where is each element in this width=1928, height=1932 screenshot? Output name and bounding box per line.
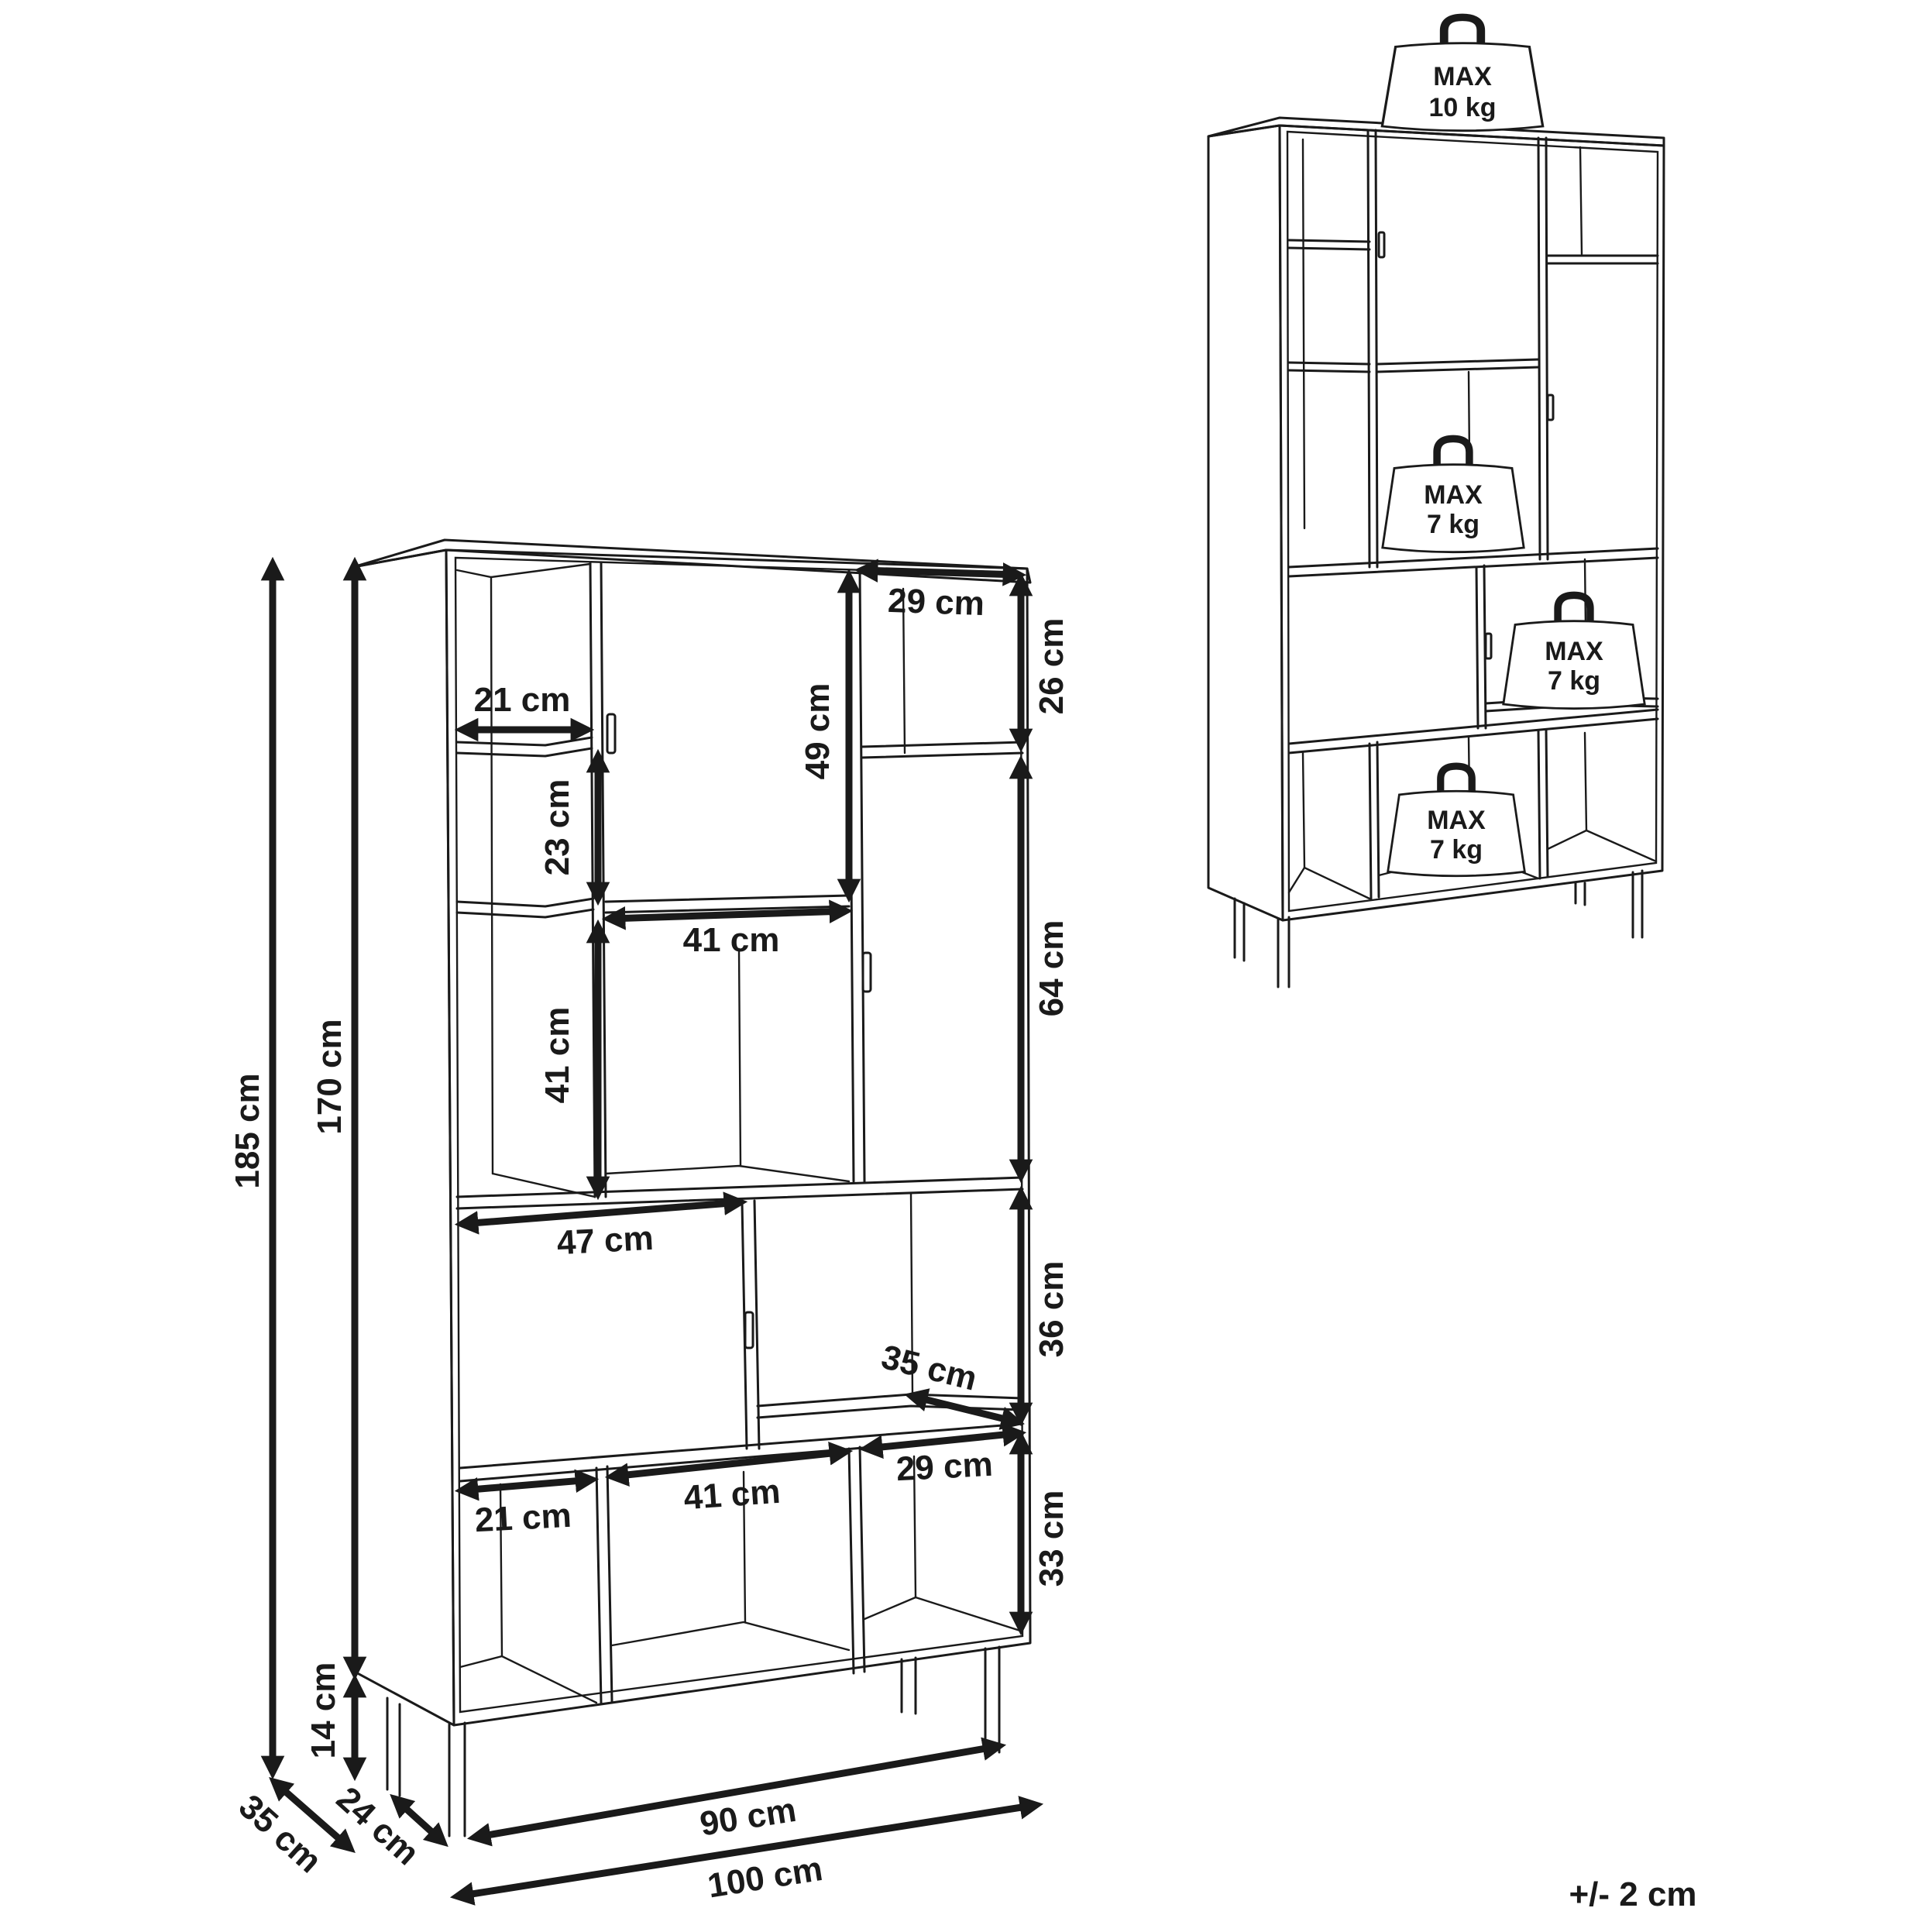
label-41-left: 41 cm: [538, 1007, 576, 1104]
front-frame-small: [1278, 124, 1665, 922]
legs: [386, 1645, 1001, 1837]
dim-47: [454, 1191, 748, 1235]
front-frame: [445, 548, 1032, 1727]
handles: [606, 713, 872, 1349]
dim-35-depth: [269, 1776, 356, 1854]
dim-21-bottom: [454, 1469, 600, 1501]
dim-41-bottom: [604, 1442, 854, 1487]
label-14: 14 cm: [304, 1662, 342, 1759]
dim-29-top: [854, 559, 1027, 586]
inner-frame: [454, 556, 1024, 1714]
label-185: 185 cm: [229, 1073, 266, 1188]
dim-100: [449, 1796, 1044, 1906]
label-21-bottom: 21 cm: [474, 1497, 572, 1539]
tolerance-label: +/- 2 cm: [1569, 1875, 1696, 1913]
weight-shelf-2-max: MAX: [1545, 637, 1603, 666]
label-35-shelf: 35 cm: [878, 1338, 981, 1398]
weight-shelf-2-value: 7 kg: [1548, 666, 1600, 696]
label-35-depth: 35 cm: [232, 1787, 329, 1880]
weight-top-value: 10 kg: [1429, 93, 1497, 122]
label-170: 170 cm: [311, 1019, 349, 1134]
left-side-small: [1207, 124, 1284, 922]
main-bookcase: [352, 538, 1032, 1837]
weight-shelf-3-max: MAX: [1427, 806, 1486, 835]
label-26: 26 cm: [1033, 618, 1071, 715]
label-100: 100 cm: [705, 1850, 825, 1906]
label-41-mid: 41 cm: [683, 921, 780, 959]
dim-41-mid: [601, 899, 854, 930]
label-23: 23 cm: [538, 779, 576, 876]
label-29-bottom: 29 cm: [895, 1446, 994, 1488]
label-36: 36 cm: [1033, 1261, 1071, 1358]
left-side-panel: [352, 548, 455, 1727]
dimension-lines: [260, 556, 1044, 1906]
dim-24-depth: [390, 1793, 448, 1848]
label-21-top: 21 cm: [474, 681, 571, 719]
label-33: 33 cm: [1033, 1490, 1071, 1587]
label-29-top: 29 cm: [887, 582, 985, 623]
dim-29-bottom: [858, 1422, 1027, 1459]
label-24-depth: 24 cm: [329, 1779, 427, 1872]
label-41-bottom: 41 cm: [682, 1473, 782, 1518]
label-49: 49 cm: [799, 683, 837, 780]
weight-shelf-1-value: 7 kg: [1427, 510, 1480, 539]
label-64: 64 cm: [1033, 920, 1071, 1017]
label-47: 47 cm: [556, 1219, 655, 1262]
weight-top-max: MAX: [1433, 62, 1492, 91]
weight-shelf-3-value: 7 kg: [1430, 835, 1483, 865]
dim-35-shelf: [904, 1388, 1025, 1430]
weight-shelf-1-max: MAX: [1424, 480, 1483, 510]
